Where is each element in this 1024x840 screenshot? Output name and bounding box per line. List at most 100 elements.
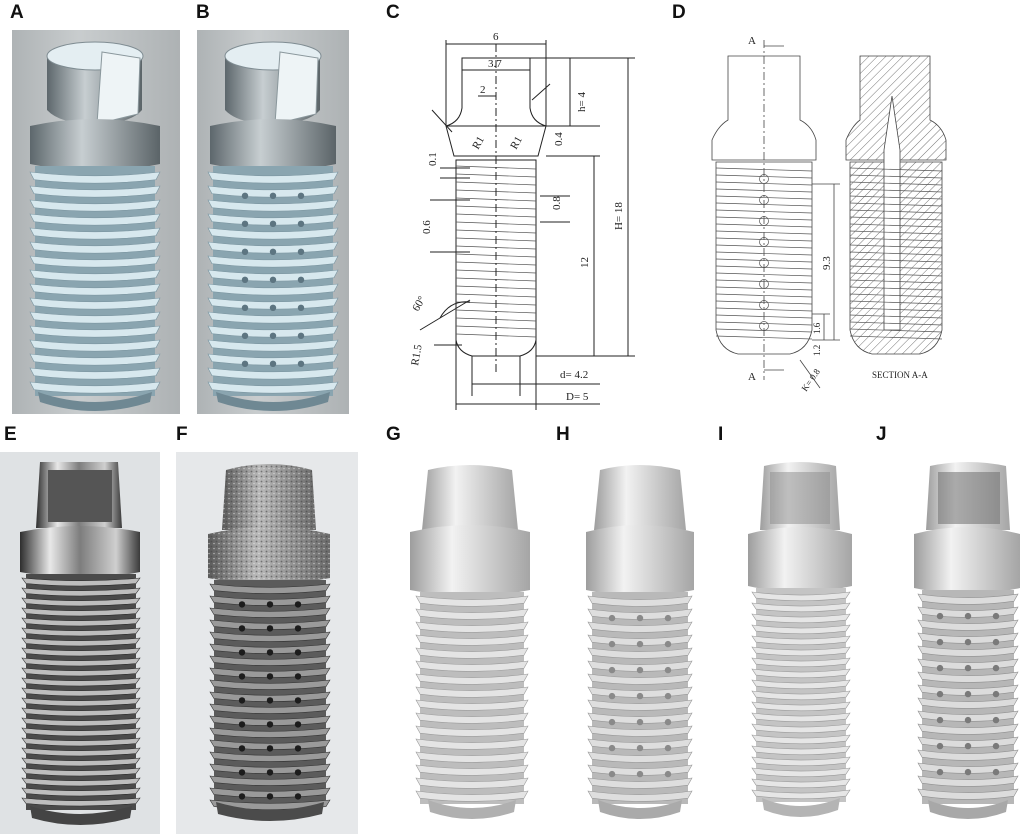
pore-hole	[241, 276, 249, 283]
thread-ridge	[751, 701, 851, 712]
thread-line	[849, 195, 943, 200]
pore-hole	[608, 770, 616, 778]
panel-j-scan-model-holes-overlay	[914, 462, 1020, 819]
pore-hole	[241, 220, 249, 227]
pore-hole	[266, 769, 274, 776]
thread-ridge	[21, 757, 141, 767]
pore-hole	[608, 692, 616, 700]
pore-hole	[664, 614, 672, 622]
thread-ridge	[207, 367, 339, 380]
pore-hole	[294, 769, 302, 776]
thread-line	[849, 265, 943, 270]
pore-hole	[294, 697, 302, 704]
thread-ridge	[21, 747, 141, 757]
panel-label-i: I	[718, 424, 724, 445]
thread-ridge	[21, 777, 141, 787]
thread-ridge	[587, 673, 693, 685]
thread-ridge	[207, 227, 339, 240]
thread-ridge	[21, 697, 141, 707]
pore-hole	[294, 721, 302, 728]
thread-line	[849, 279, 943, 284]
thread-ridge	[751, 690, 851, 701]
pore-hole	[294, 649, 302, 656]
thread-ridge	[415, 595, 529, 607]
panel-label-j: J	[876, 424, 887, 445]
dim-abutment-height: h= 4	[576, 92, 588, 112]
thread-line	[849, 272, 943, 277]
thread-ridge	[21, 667, 141, 677]
thread-ridge	[29, 283, 161, 296]
pore-hole	[992, 612, 1000, 620]
section-caption: SECTION A-A	[872, 370, 928, 380]
thread-line	[849, 314, 943, 319]
pore-hole	[992, 716, 1000, 724]
thread-ridge	[29, 241, 161, 254]
pore-hole	[266, 625, 274, 632]
thread-ridge	[415, 634, 529, 646]
thread-ridge	[751, 668, 851, 679]
thread-line	[849, 258, 943, 263]
pore-hole	[608, 718, 616, 726]
thread-ridge	[207, 283, 339, 296]
pore-hole	[664, 640, 672, 648]
pore-hole	[241, 360, 249, 367]
dim-hole-pitch: 1.6	[812, 322, 822, 334]
pore-hole	[294, 601, 302, 608]
dim-tip-radius: R1.5	[409, 343, 425, 366]
thread-ridge	[415, 673, 529, 685]
thread-ridge	[751, 745, 851, 756]
thread-line	[849, 167, 943, 172]
pore-hole	[294, 745, 302, 752]
thread-ridge	[917, 606, 1019, 618]
dim-thread-gap: 0.1	[427, 152, 439, 166]
thread-ridge	[29, 311, 161, 324]
pore-hole	[297, 304, 305, 311]
thread-ridge	[21, 707, 141, 717]
thread-ridge	[751, 624, 851, 635]
thread-ridge	[415, 647, 529, 659]
pore-hole	[269, 360, 277, 367]
panel-label-e: E	[4, 424, 17, 445]
thread-ridge	[587, 751, 693, 763]
thread-ridge	[587, 647, 693, 659]
pore-hole	[269, 192, 277, 199]
pore-hole	[294, 625, 302, 632]
thread-ridge	[21, 577, 141, 587]
pore-hole	[636, 744, 644, 752]
thread-ridge	[751, 712, 851, 723]
thread-ridge	[29, 339, 161, 352]
thread-ridge	[917, 697, 1019, 709]
thread-ridge	[29, 297, 161, 310]
panel-h-scan-model-holes	[586, 465, 694, 819]
pore-hole	[964, 612, 972, 620]
thread-line	[849, 209, 943, 214]
thread-ridge	[29, 227, 161, 240]
thread-ridge	[751, 635, 851, 646]
panel-label-a: A	[10, 2, 24, 23]
thread-line	[715, 174, 813, 179]
thread-ridge	[21, 787, 141, 797]
thread-ridge	[29, 367, 161, 380]
panel-e-machined-implant-photo	[0, 452, 160, 834]
thread-ridge	[29, 255, 161, 268]
thread-ridge	[751, 602, 851, 613]
thread-ridge	[415, 699, 529, 711]
panel-label-c: C	[386, 2, 400, 23]
thread-line	[715, 293, 813, 298]
pore-hole	[964, 690, 972, 698]
pore-hole	[936, 768, 944, 776]
thread-ridge	[587, 595, 693, 607]
thread-line	[849, 251, 943, 256]
thread-ridge	[209, 703, 331, 714]
thread-ridge	[751, 657, 851, 668]
pore-hole	[936, 716, 944, 724]
thread-ridge	[751, 679, 851, 690]
thread-ridge	[29, 381, 161, 394]
thread-ridge	[751, 646, 851, 657]
thread-ridge	[751, 756, 851, 767]
thread-ridge	[917, 710, 1019, 722]
thread-ridge	[207, 171, 339, 184]
pore-hole	[664, 692, 672, 700]
pore-hole	[238, 649, 246, 656]
dim-outer-diameter: D= 5	[566, 391, 589, 403]
